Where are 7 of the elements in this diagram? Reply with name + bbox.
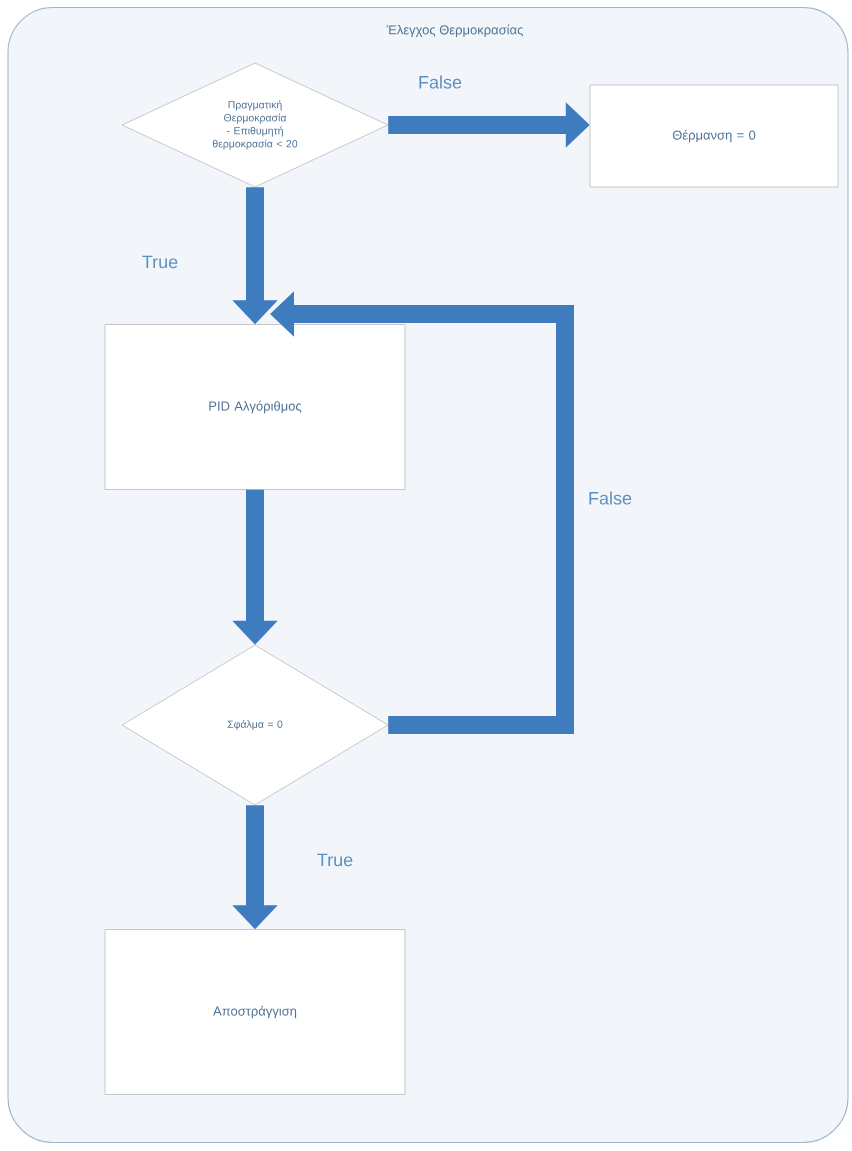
edge-label: False [589, 491, 632, 505]
edge-label: False [419, 75, 462, 89]
edge-label: True [317, 853, 353, 867]
process-box: Θέρμανση = 0 [589, 84, 839, 188]
edge-label: True [142, 255, 178, 269]
process-box: PID Αλγόριθμος [104, 324, 406, 490]
process-box: Αποστράγγιση [104, 929, 406, 1095]
